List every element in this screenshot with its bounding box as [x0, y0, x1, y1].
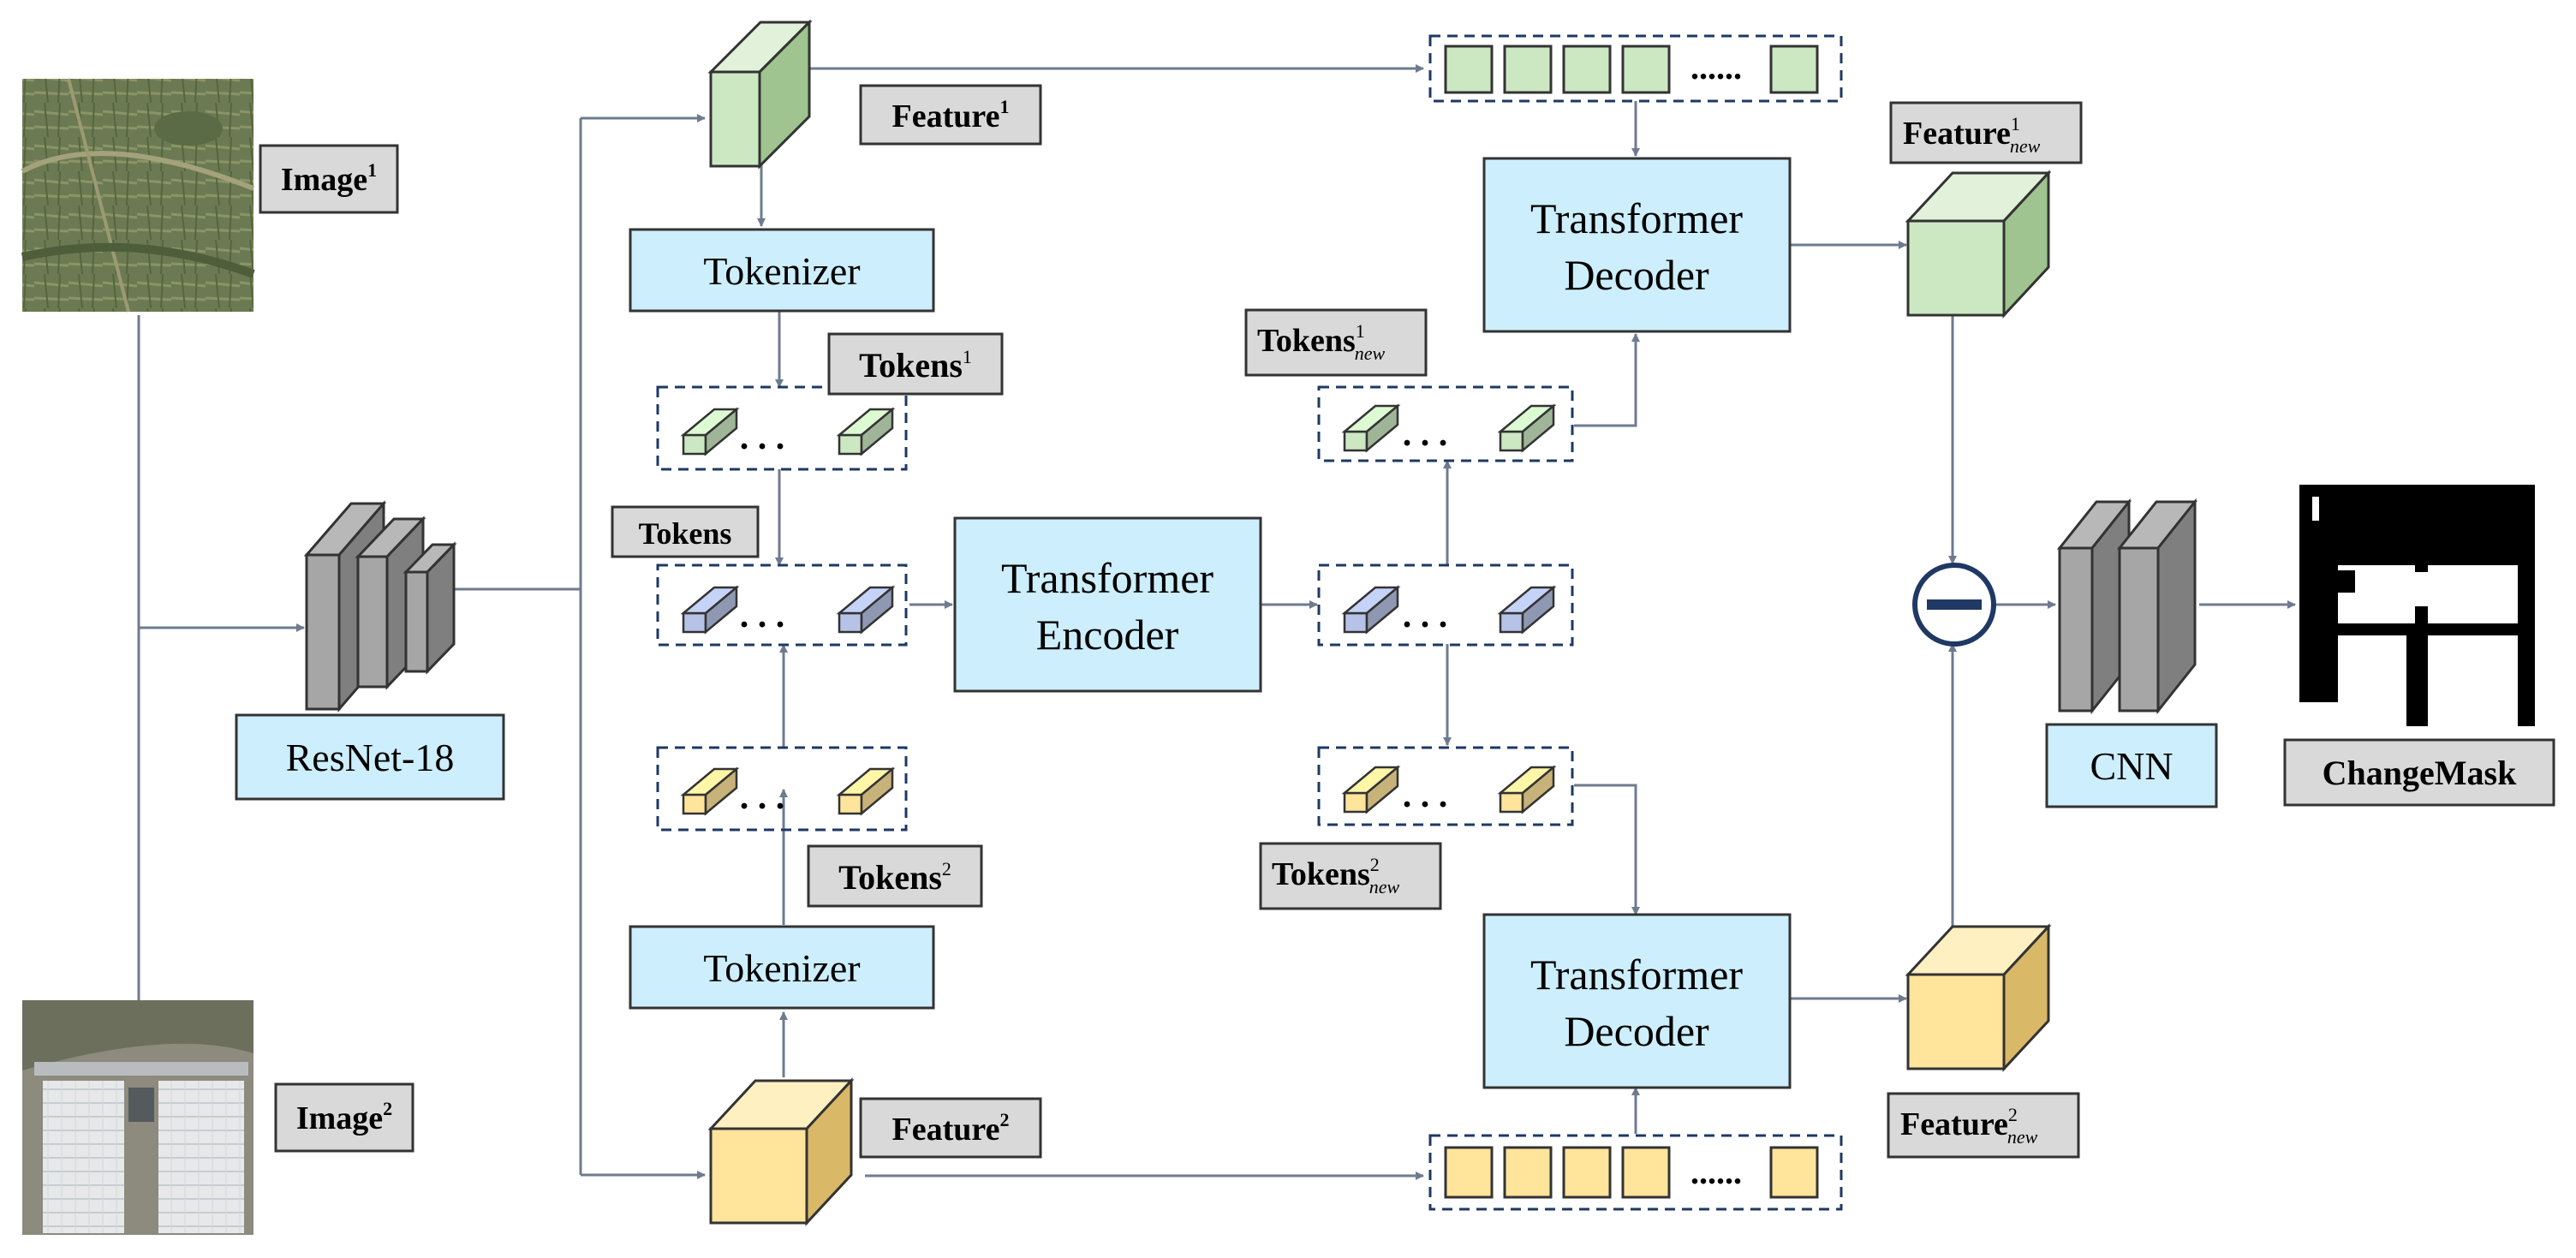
svg-text:Decoder: Decoder: [1564, 251, 1709, 299]
sequence-square: [1769, 45, 1819, 94]
image2-label: Image2: [274, 1082, 414, 1153]
token-ellipsis: . . .: [740, 596, 785, 635]
token-ellipsis: . . .: [740, 418, 785, 457]
change-mask-label: ChangeMask: [2283, 738, 2555, 807]
sequence-square: [1503, 45, 1553, 94]
feature2-cube: [707, 1077, 855, 1226]
sequence-square: [1562, 1146, 1612, 1199]
token-prism: [680, 407, 740, 456]
svg-text:Feature2: Feature2: [892, 1109, 1010, 1148]
svg-text:Tokens1: Tokens1: [859, 346, 972, 385]
svg-text:Decoder: Decoder: [1564, 1007, 1709, 1055]
transformer-decoder-top-box: Transformer Decoder: [1482, 157, 1792, 333]
svg-text:Tokens2: Tokens2: [838, 858, 951, 897]
svg-text:......: ......: [1690, 1153, 1742, 1191]
tokenizer-top-box: Tokenizer: [629, 228, 935, 313]
tokens2-label: Tokens2: [807, 844, 983, 908]
t2new-to-decoder-arrow: [1574, 784, 1640, 915]
connectors: [137, 64, 2296, 1180]
token-prism: [1497, 403, 1557, 453]
svg-text:Image2: Image2: [296, 1098, 392, 1136]
token-prism: [1341, 403, 1401, 453]
subtraction-icon: [1912, 563, 1996, 647]
resnet-block-stack: [303, 499, 457, 713]
sequence-square: [1562, 45, 1612, 94]
token-ellipsis: . . .: [1403, 776, 1448, 815]
svg-text:Feature1: Feature1: [892, 96, 1010, 134]
token-prism: [680, 585, 740, 635]
image2-thumbnail: [22, 1000, 253, 1235]
sequence-square: [1769, 1146, 1819, 1199]
token-ellipsis: . . .: [1403, 414, 1448, 454]
tokens-concat-label: Tokens: [611, 505, 760, 558]
token-prism: [836, 585, 896, 635]
svg-text:ChangeMask: ChangeMask: [2323, 754, 2517, 792]
token-prism: [836, 407, 896, 456]
sequence-square: [1621, 1146, 1671, 1199]
feature2-new-cube: [1905, 923, 2052, 1072]
cnn-block-stack: [2056, 498, 2198, 715]
sequence-square: [1621, 45, 1671, 94]
svg-text:Encoder: Encoder: [1036, 611, 1179, 659]
feature1-sequence: ......: [1428, 34, 1843, 103]
sequence-square: [1444, 45, 1494, 94]
tokens1-label: Tokens1: [827, 332, 1004, 396]
svg-text:Transformer: Transformer: [1530, 194, 1743, 242]
image1-thumbnail: [21, 78, 255, 313]
svg-text:......: ......: [1690, 48, 1742, 86]
tokens1-new-group: . . .: [1317, 385, 1574, 462]
svg-text:Tokenizer: Tokenizer: [703, 946, 860, 990]
svg-text:Tokens: Tokens: [639, 516, 732, 551]
tokens-concat-group: . . .: [656, 563, 908, 647]
transformer-decoder-bottom-box: Transformer Decoder: [1482, 913, 1792, 1089]
token-groups: . . . . . . . . . . . . . . . . . .: [656, 385, 1574, 832]
token-prism: [1341, 765, 1401, 814]
change-mask-image: [2299, 485, 2535, 726]
feature1-label: Feature1: [859, 84, 1042, 146]
svg-text:ResNet-18: ResNet-18: [286, 736, 455, 779]
tokens1-group: . . .: [656, 385, 908, 471]
sequence-square: [1444, 1146, 1494, 1199]
svg-text:Transformer: Transformer: [1001, 554, 1213, 602]
token-prism: [1497, 585, 1557, 635]
token-prism: [836, 766, 896, 816]
tokens-newall-group: . . .: [1317, 563, 1574, 647]
resnet-label-box: ResNet-18: [235, 713, 505, 801]
feature1-new-cube: [1905, 170, 2052, 319]
token-prism: [1341, 585, 1401, 635]
transformer-encoder-box: Transformer Encoder: [953, 516, 1262, 693]
svg-text:Tokenizer: Tokenizer: [703, 249, 860, 293]
token-prism: [1497, 765, 1557, 814]
cnn-label-box: CNN: [2045, 723, 2218, 808]
feature1-cube: [707, 19, 813, 170]
token-prism: [680, 766, 740, 816]
t1new-to-decoder-arrow: [1574, 333, 1640, 427]
image1-label: Image1: [259, 144, 399, 214]
feature2-sequence: ......: [1428, 1134, 1843, 1211]
svg-text:Transformer: Transformer: [1530, 951, 1743, 999]
token-ellipsis: . . .: [1403, 596, 1448, 635]
tokenizer-bottom-box: Tokenizer: [629, 925, 935, 1010]
token-ellipsis: . . .: [740, 778, 785, 817]
tokens2-new-group: . . .: [1317, 746, 1574, 826]
tokens2-group: . . .: [656, 746, 908, 832]
feature2-label: Feature2: [859, 1097, 1042, 1159]
svg-text:Image1: Image1: [281, 159, 377, 198]
svg-text:CNN: CNN: [2090, 744, 2173, 788]
sequence-square: [1503, 1146, 1553, 1199]
